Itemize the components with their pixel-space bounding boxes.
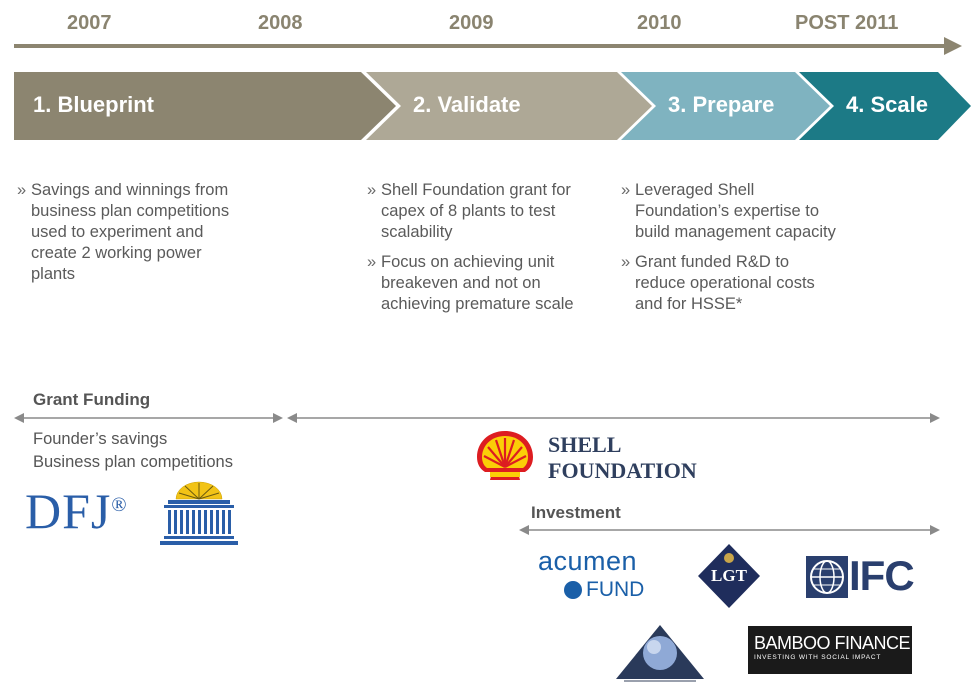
shell-logo-line2: FOUNDATION (548, 458, 697, 483)
year-post-2011: POST 2011 (795, 12, 899, 34)
prepare-bullets: Leveraged Shell Foundation’s expertise t… (621, 180, 836, 324)
acumen-fund-text: FUND (586, 578, 645, 601)
business-plan-text: Business plan competitions (33, 453, 233, 471)
investment-arrow (519, 525, 940, 535)
acumen-circle-icon (564, 581, 582, 599)
sphere-triangle-logo (616, 625, 704, 682)
funding-range-arrows (14, 413, 940, 535)
founder-savings-text: Founder’s savings (33, 430, 168, 448)
bamboo-finance-logo: BAMBOO FINANCE INVESTING WITH SOCIAL IMP… (748, 626, 912, 674)
validate-bullets: Shell Foundation grant for capex of 8 pl… (367, 180, 582, 324)
building-logo (160, 481, 238, 545)
shell-pecten-icon (477, 431, 533, 480)
year-2007: 2007 (67, 12, 112, 34)
shell-logo-line1: SHELL (548, 432, 622, 457)
dfj-logo: DFJ® (25, 481, 128, 541)
dfj-logo-text: DFJ (25, 483, 112, 539)
phase-chevrons (14, 72, 971, 140)
phase-scale-label: 4. Scale (846, 92, 928, 117)
ifc-logo-text: IFC (849, 552, 915, 599)
phase-validate-shape (366, 72, 652, 140)
validate-bullet: Focus on achieving unit breakeven and no… (367, 252, 582, 315)
acumen-logo-text: acumen (538, 546, 638, 576)
prepare-bullet: Leveraged Shell Foundation’s expertise t… (621, 180, 836, 243)
blueprint-bullets: Savings and winnings from business plan … (17, 180, 239, 294)
acumen-fund-logo: acumen FUND (538, 546, 662, 602)
phase-prepare-shape (621, 72, 830, 140)
timeline-arrow (14, 37, 962, 55)
phase-prepare-label: 3. Prepare (668, 92, 775, 117)
investment-heading: Investment (531, 503, 621, 522)
blueprint-bullet: Savings and winnings from business plan … (17, 180, 239, 285)
lgt-logo-text: LGT (711, 566, 747, 585)
validate-bullet: Shell Foundation grant for capex of 8 pl… (367, 180, 582, 243)
shell-foundation-logo-text: SHELL FOUNDATION (548, 432, 697, 484)
phase-blueprint-label: 1. Blueprint (33, 92, 155, 117)
prepare-bullet: Grant funded R&D to reduce operational c… (621, 252, 836, 315)
bamboo-tagline: INVESTING WITH SOCIAL IMPACT (754, 654, 882, 661)
bamboo-logo-text: BAMBOO FINANCE (754, 633, 911, 653)
phase-scale-shape (799, 72, 971, 140)
phase-blueprint-shape (14, 72, 396, 140)
ifc-globe-icon (806, 556, 848, 598)
year-2008: 2008 (258, 12, 303, 34)
shell-funding-arrow (287, 413, 940, 423)
year-2010: 2010 (637, 12, 682, 34)
phase-validate-label: 2. Validate (413, 92, 521, 117)
year-2009: 2009 (449, 12, 494, 34)
grant-funding-heading: Grant Funding (33, 390, 151, 409)
lgt-logo (698, 544, 760, 608)
dfj-registered-mark: ® (111, 494, 128, 516)
grant-funding-arrow (14, 413, 283, 423)
